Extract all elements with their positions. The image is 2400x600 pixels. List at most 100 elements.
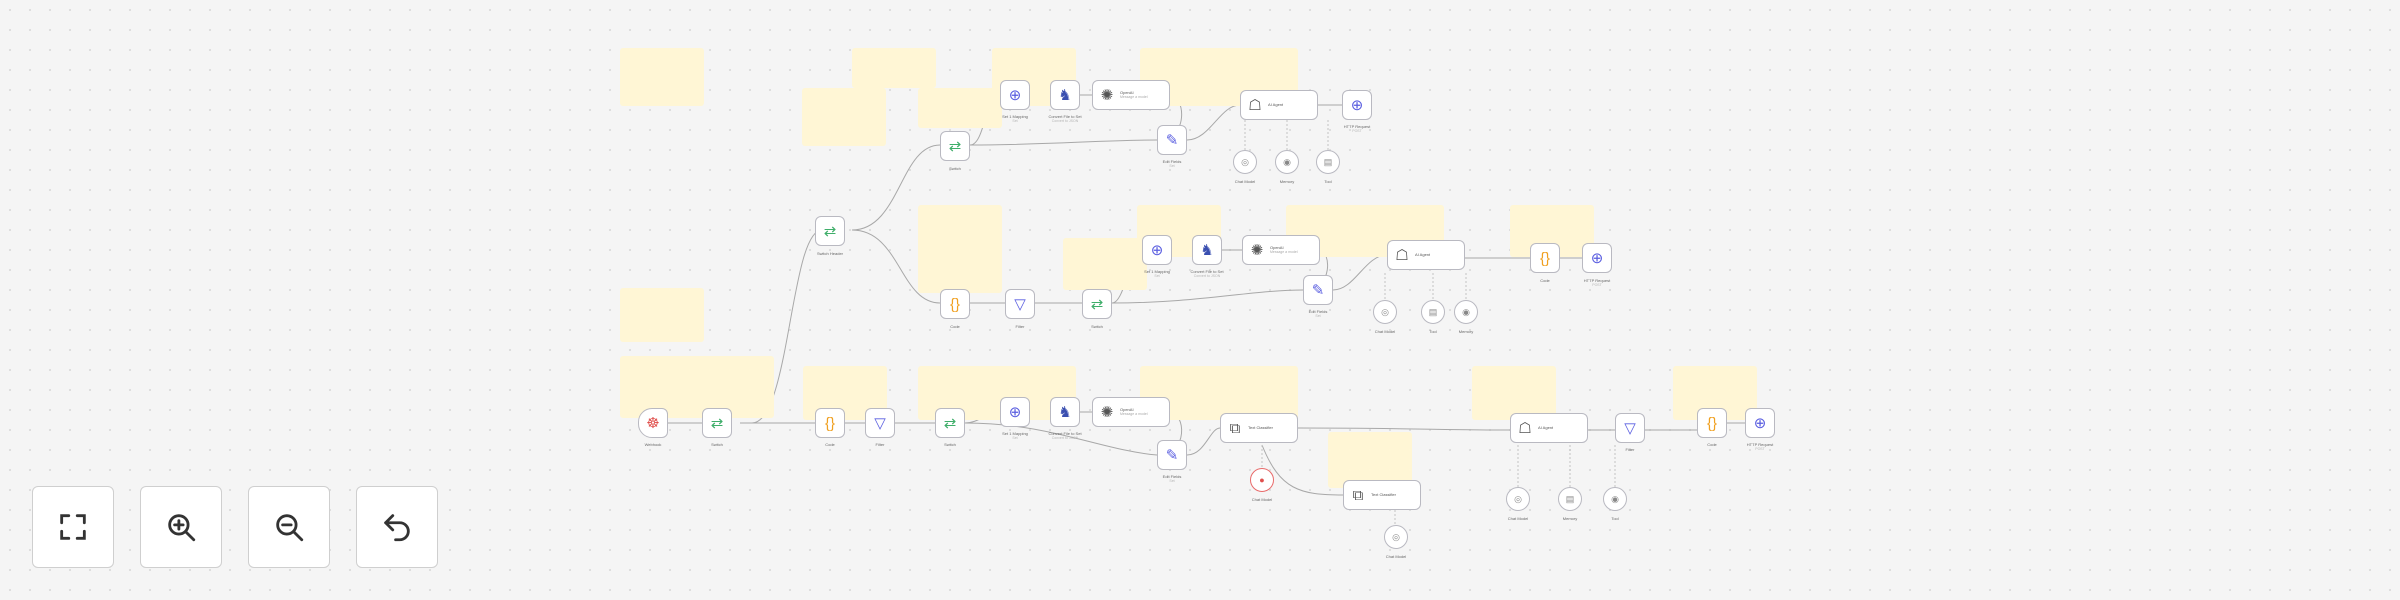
http-globe-icon: ⊕ bbox=[1350, 96, 1364, 114]
node-edit-fields[interactable]: ✎ bbox=[1157, 440, 1187, 470]
openai-icon: ✺ bbox=[1250, 241, 1264, 259]
subnode-tool[interactable]: ▤ bbox=[1421, 300, 1445, 324]
subnode-label: Tool bbox=[1611, 516, 1619, 521]
subnode-chat-model[interactable]: ◎ bbox=[1373, 300, 1397, 324]
pencil-icon: ✎ bbox=[1165, 131, 1179, 149]
node-webhook-trigger[interactable]: ☸ bbox=[638, 408, 668, 438]
subnode-chat-model[interactable]: ◎ bbox=[1233, 150, 1257, 174]
node-edit-fields[interactable]: ✎ bbox=[1157, 125, 1187, 155]
pencil-icon: ✎ bbox=[1311, 281, 1325, 299]
undo-button[interactable] bbox=[356, 486, 438, 568]
node-convert[interactable]: ♞ bbox=[1192, 235, 1222, 265]
chat-model-icon: ◎ bbox=[1392, 531, 1400, 542]
tool-icon: ▤ bbox=[1323, 156, 1333, 167]
node-ai-agent[interactable]: ☖ AI Agent bbox=[1240, 90, 1318, 120]
subnode-chat-model[interactable]: ◎ bbox=[1506, 487, 1530, 511]
subnode-label: Memory bbox=[1458, 329, 1474, 334]
subnode-tool[interactable]: ▤ bbox=[1316, 150, 1340, 174]
node-set-mapping[interactable]: ⊕ bbox=[1000, 397, 1030, 427]
subnode-label: Chat Model bbox=[1374, 329, 1396, 334]
subnode-memory[interactable]: ◉ bbox=[1454, 300, 1478, 324]
node-code[interactable]: {} bbox=[940, 289, 970, 319]
node-set-mapping[interactable]: ⊕ bbox=[1000, 80, 1030, 110]
node-edit-fields[interactable]: ✎ bbox=[1303, 275, 1333, 305]
node-set-mapping[interactable]: ⊕ bbox=[1142, 235, 1172, 265]
sticky-note[interactable] bbox=[620, 288, 704, 342]
node-switch[interactable]: ⇄ bbox=[1082, 289, 1112, 319]
sticky-note[interactable] bbox=[1328, 432, 1412, 488]
node-switch[interactable]: ⇄ bbox=[702, 408, 732, 438]
node-http-request[interactable]: ⊕ bbox=[1582, 243, 1612, 273]
fit-view-icon bbox=[60, 514, 86, 540]
node-label: Switch bbox=[711, 442, 723, 447]
openai-icon: ✺ bbox=[1100, 403, 1114, 421]
node-text-classifier[interactable]: ⧉ Text Classifier bbox=[1220, 413, 1298, 443]
sticky-note[interactable] bbox=[918, 205, 1002, 293]
sticky-note[interactable] bbox=[852, 48, 936, 88]
node-http-request[interactable]: ⊕ bbox=[1745, 408, 1775, 438]
node-label: Code bbox=[825, 442, 835, 447]
node-text-classifier[interactable]: ⧉ Text Classifier bbox=[1343, 480, 1421, 510]
node-switch[interactable]: ⇄ bbox=[935, 408, 965, 438]
pencil-icon: ✎ bbox=[1165, 446, 1179, 464]
switch-icon: ⇄ bbox=[710, 414, 724, 432]
fit-view-button[interactable] bbox=[32, 486, 114, 568]
subnode-memory[interactable]: ▤ bbox=[1558, 487, 1582, 511]
subnode-label: Tool bbox=[1429, 329, 1437, 334]
node-code[interactable]: {} bbox=[1697, 408, 1727, 438]
node-label: Switch bbox=[944, 442, 956, 447]
node-convert[interactable]: ♞ bbox=[1050, 397, 1080, 427]
node-switch[interactable]: ⇄ bbox=[940, 131, 970, 161]
sticky-note[interactable] bbox=[802, 88, 886, 146]
node-convert[interactable]: ♞ bbox=[1050, 80, 1080, 110]
node-filter[interactable]: ▽ bbox=[1615, 413, 1645, 443]
zoom-out-button[interactable] bbox=[248, 486, 330, 568]
sticky-note[interactable] bbox=[620, 48, 704, 106]
sticky-note[interactable] bbox=[1063, 238, 1147, 290]
openai-icon: ✺ bbox=[1100, 86, 1114, 104]
subnode-chat-model[interactable]: ◎ bbox=[1384, 525, 1408, 549]
error-icon: ● bbox=[1259, 475, 1265, 485]
node-code[interactable]: {} bbox=[1530, 243, 1560, 273]
tool-icon: ▤ bbox=[1428, 306, 1438, 317]
classifier-icon: ⧉ bbox=[1352, 486, 1364, 504]
node-http-request[interactable]: ⊕ bbox=[1342, 90, 1372, 120]
subnode-tool[interactable]: ◉ bbox=[1603, 487, 1627, 511]
code-braces-icon: {} bbox=[824, 414, 836, 432]
sticky-note[interactable] bbox=[918, 88, 1002, 128]
chat-model-icon: ◎ bbox=[1381, 306, 1389, 317]
node-filter[interactable]: ▽ bbox=[1005, 289, 1035, 319]
subnode-chat-model[interactable]: ● bbox=[1250, 468, 1274, 492]
zoom-in-button[interactable] bbox=[140, 486, 222, 568]
subnode-label: Chat Model bbox=[1251, 497, 1273, 502]
chat-model-icon: ◎ bbox=[1514, 493, 1522, 504]
code-braces-icon: {} bbox=[949, 295, 961, 313]
node-filter[interactable]: ▽ bbox=[865, 408, 895, 438]
subnode-memory[interactable]: ◉ bbox=[1275, 150, 1299, 174]
filter-icon: ▽ bbox=[1624, 419, 1636, 437]
node-label: Switch bbox=[1091, 324, 1103, 329]
sticky-note[interactable] bbox=[620, 356, 774, 418]
node-switch-header[interactable]: ⇄ bbox=[815, 216, 845, 246]
node-ai-agent[interactable]: ☖ AI Agent bbox=[1510, 413, 1588, 443]
convert-icon: ♞ bbox=[1058, 86, 1072, 104]
subnode-label: Chat Model bbox=[1507, 516, 1529, 521]
memory-icon: ◉ bbox=[1462, 306, 1470, 317]
sticky-note[interactable] bbox=[1472, 366, 1556, 420]
switch-icon: ⇄ bbox=[1090, 295, 1104, 313]
node-code[interactable]: {} bbox=[815, 408, 845, 438]
node-label: Code bbox=[950, 324, 960, 329]
subnode-label: Memory bbox=[1279, 179, 1295, 184]
node-ai-agent[interactable]: ☖ AI Agent bbox=[1387, 240, 1465, 270]
